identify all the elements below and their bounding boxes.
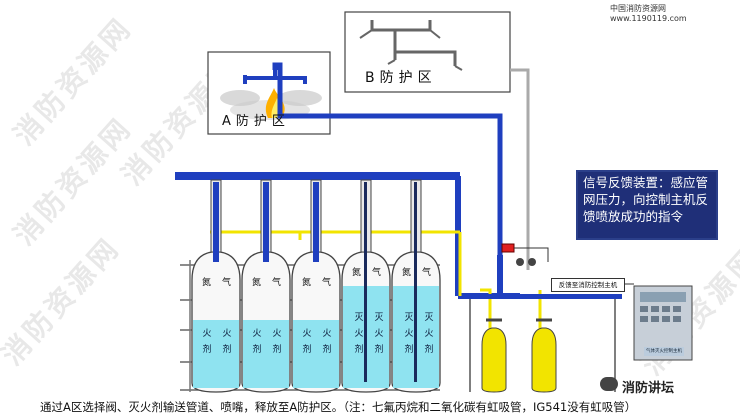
- diagram-caption: 通过A区选择阀、灭火剂输送管道、喷嘴，释放至A防护区。（注：七氟丙烷和二氧化碳有…: [0, 396, 740, 418]
- valve-icon: [528, 258, 536, 266]
- driver-cylinders: [481, 318, 557, 393]
- zone-b-nozzle-icon: [359, 29, 463, 71]
- cylinder-agent-label: 灭: [404, 313, 414, 323]
- cylinder-gas-label: 气: [372, 268, 382, 278]
- cylinder-agent-label: 剂: [202, 345, 212, 355]
- cylinders: [191, 179, 441, 393]
- cylinder-agent-label: 灭: [424, 313, 434, 323]
- cylinder-gas-label: 气: [322, 278, 332, 288]
- cylinder-agent-label: 剂: [374, 345, 384, 355]
- cylinder-4: [341, 179, 391, 393]
- zone-b-label: B防护区: [365, 70, 437, 86]
- cylinder-agent-label: 火: [222, 329, 232, 339]
- control-panel-display: [640, 292, 686, 302]
- zone-b-feed-pipe: [510, 68, 530, 270]
- signal-line: [210, 230, 542, 330]
- cylinder-agent-label: 剂: [252, 345, 262, 355]
- cylinder-agent-label: 火: [252, 329, 262, 339]
- cylinder-agent-label: 剂: [424, 345, 434, 355]
- zone-a-feed-pipe: [272, 62, 503, 255]
- cylinder-agent-label: 剂: [322, 345, 332, 355]
- control-panel-label: 气体灭火控制主机: [644, 347, 684, 356]
- cylinder-gas-label: 氮: [352, 268, 362, 278]
- cylinder-agent-label: 火: [424, 329, 434, 339]
- cylinder-gas-label: 氮: [252, 278, 262, 288]
- cylinder-gas-label: 氮: [302, 278, 312, 288]
- cylinder-5: [391, 179, 441, 393]
- cylinder-agent-label: 剂: [354, 345, 364, 355]
- brand-label: 消防讲坛: [622, 381, 675, 396]
- cylinder-gas-label: 气: [272, 278, 282, 288]
- cylinder-agent-label: 火: [374, 329, 384, 339]
- zone-a-label: A防护区: [222, 114, 290, 129]
- zone-b-pipe: [370, 20, 457, 66]
- platform-legs: [469, 299, 616, 392]
- cylinder-agent-label: 火: [354, 329, 364, 339]
- cylinder-agent-label: 火: [202, 329, 212, 339]
- cylinder-3: [291, 179, 341, 393]
- cylinder-gas-label: 氮: [202, 278, 212, 288]
- control-panel-buttons: [640, 306, 681, 322]
- cylinder-agent-label: 剂: [404, 345, 414, 355]
- valve-icon: [516, 258, 524, 266]
- valve-platform: [462, 294, 622, 299]
- cylinder-agent-label: 剂: [302, 345, 312, 355]
- cylinder-1: [191, 179, 241, 393]
- cylinder-gas-label: 气: [222, 278, 232, 288]
- collection-manifold: [175, 172, 460, 180]
- wechat-icon: [600, 377, 618, 391]
- cylinder-gas-label: 氮: [402, 268, 412, 278]
- signal-wire: [514, 247, 549, 262]
- cylinder-agent-label: 火: [302, 329, 312, 339]
- site-label: 中国消防资源网 www.1190119.com: [610, 4, 687, 23]
- controller-feedback-label: 反馈至消防控制主机: [551, 278, 625, 292]
- cylinder-agent-label: 火: [272, 329, 282, 339]
- cylinder-agent-label: 灭: [374, 313, 384, 323]
- signal-feedback-callout: 信号反馈装置：感应管网压力，向控制主机反馈喷放成功的指令: [576, 170, 718, 240]
- cylinder-agent-label: 剂: [222, 345, 232, 355]
- cylinder-agent-label: 剂: [272, 345, 282, 355]
- pressure-switch-icon: [501, 243, 515, 253]
- cylinder-agent-label: 火: [322, 329, 332, 339]
- cylinder-gas-label: 气: [422, 268, 432, 278]
- zone-a-pipe: [243, 70, 307, 84]
- cylinder-2: [241, 179, 291, 393]
- cylinder-agent-label: 灭: [354, 313, 364, 323]
- cylinder-agent-label: 火: [404, 329, 414, 339]
